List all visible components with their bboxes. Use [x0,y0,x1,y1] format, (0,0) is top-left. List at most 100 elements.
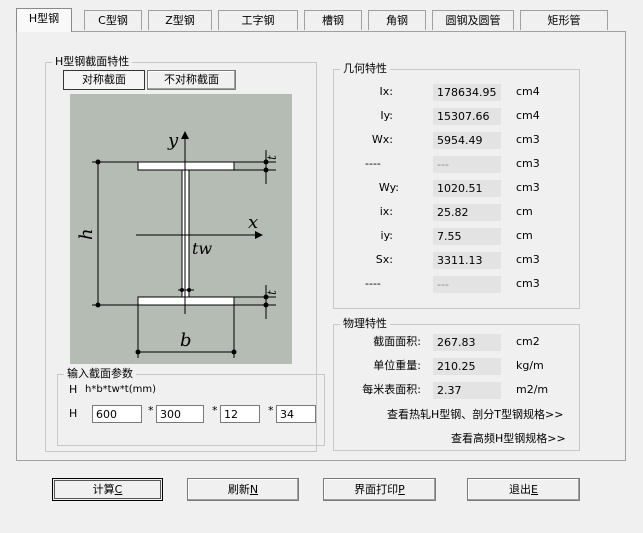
button-label: 退出 [509,483,532,496]
weight-label: 单位重量: [373,359,421,372]
wx-unit: cm3 [516,133,540,146]
y-axis-label: y [167,130,179,151]
surface-value: 2.37 [433,382,501,399]
tab-angle[interactable]: 角钢 [368,10,426,30]
formula-prefix: H [69,383,78,396]
tab-label: 角钢 [386,14,408,27]
wy-label: Wy: [378,181,399,194]
geometry-group-title: 几何特性 [340,62,390,76]
rx-unit: cm [516,205,533,218]
row-prefix: H [69,407,78,420]
tw-input[interactable] [220,405,260,423]
tab-c-steel[interactable]: C型钢 [84,10,142,30]
area-value: 267.83 [433,334,501,351]
ix-value: 178634.95 [433,84,501,101]
shortcut-key: E [531,483,538,496]
weight-unit: kg/m [516,359,544,372]
separator: * [148,404,154,417]
sx-value: 3311.13 [433,252,501,269]
tab-panel: H型钢截面特性 对称截面 不对称截面 [16,31,626,461]
b-label: b [180,330,192,351]
tab-channel[interactable]: 槽钢 [304,10,362,30]
separator: * [268,404,274,417]
sx-unit: cm3 [516,253,540,266]
ry-unit: cm [516,229,533,242]
button-label: 刷新 [227,483,250,496]
shortcut-key: N [249,483,259,496]
separator: * [212,404,218,417]
t-input[interactable] [276,405,316,423]
tab-label: Z型钢 [165,14,195,27]
physical-group-title: 物理特性 [340,317,390,331]
surface-label: 每米表面积: [362,383,421,396]
input-group-title: 输入截面参数 [64,367,136,381]
wx-value: 5954.49 [433,132,501,149]
surface-unit: m2/m [516,383,549,396]
bottom-flange [137,296,235,306]
shortcut-key: P [398,483,405,496]
tab-round-steel-pipe[interactable]: 圆钢及圆管 [432,10,514,30]
print-button[interactable]: 界面打印P [323,478,436,501]
blank-value: --- [433,276,501,293]
weight-value: 210.25 [433,358,501,375]
button-label: 计算 [92,483,115,496]
button-label: 对称截面 [82,73,126,86]
wx-label: Wx: [371,133,393,146]
sx-label: Sx: [375,253,393,266]
button-label: 界面打印 [354,483,399,496]
ry-label: iy: [380,229,393,242]
h-input[interactable] [92,405,142,423]
tab-label: 槽钢 [322,14,344,27]
blank-unit: cm3 [516,277,540,290]
tab-rect-tube[interactable]: 矩形管 [520,10,608,30]
iy-label: Iy: [380,109,393,122]
wy-unit: cm3 [516,181,540,194]
calculate-button[interactable]: 计算C [52,478,163,501]
tab-label: C型钢 [98,14,128,27]
shortcut-key: C [114,483,123,496]
rx-value: 25.82 [433,204,501,221]
x-axis-label: x [248,212,258,233]
top-flange [137,161,235,171]
button-label: 不对称截面 [164,73,219,86]
hot-rolled-spec-link[interactable]: 查看热轧H型钢、剖分T型钢规格>> [387,408,564,421]
t-bottom-label: t [265,290,279,295]
ix-unit: cm4 [516,85,540,98]
rx-label: ix: [379,205,393,218]
blank-label: ---- [365,277,381,290]
wy-value: 1020.51 [433,180,501,197]
refresh-button[interactable]: 刷新N [187,478,299,501]
area-label: 截面面积: [373,335,421,348]
tab-label: 圆钢及圆管 [445,14,501,27]
formula-label: h*b*tw*t(mm) [85,384,156,395]
tab-label: H型钢 [28,12,60,25]
tab-h-steel[interactable]: H型钢 [16,8,72,32]
blank-value: --- [433,156,501,173]
section-group-title: H型钢截面特性 [52,55,133,69]
tab-label: 矩形管 [547,14,581,27]
tab-label: 工字钢 [241,14,275,27]
area-unit: cm2 [516,335,540,348]
h-section-diagram: y x h b tw t t [70,94,292,364]
h-section-svg: y x h b tw t t [76,130,279,358]
iy-unit: cm4 [516,109,540,122]
asymmetric-section-button[interactable]: 不对称截面 [147,70,236,90]
ix-label: Ix: [379,85,393,98]
tab-i-beam[interactable]: 工字钢 [218,10,298,30]
exit-button[interactable]: 退出E [467,478,580,501]
blank-unit: cm3 [516,157,540,170]
input-params-group: 输入截面参数 [57,367,325,446]
b-input[interactable] [156,405,204,423]
iy-value: 15307.66 [433,108,501,125]
high-freq-spec-link[interactable]: 查看高频H型钢规格>> [451,432,566,445]
ry-value: 7.55 [433,228,501,245]
t-top-label: t [265,155,279,160]
symmetric-section-button[interactable]: 对称截面 [63,70,145,90]
section-properties-group: H型钢截面特性 [45,55,317,452]
h-label: h [76,228,97,240]
tw-label: tw [192,239,212,258]
geometry-group: 几何特性 [333,62,580,309]
tab-z-steel[interactable]: Z型钢 [148,10,212,30]
blank-label: ---- [365,157,381,170]
physical-group: 物理特性 [333,317,580,451]
